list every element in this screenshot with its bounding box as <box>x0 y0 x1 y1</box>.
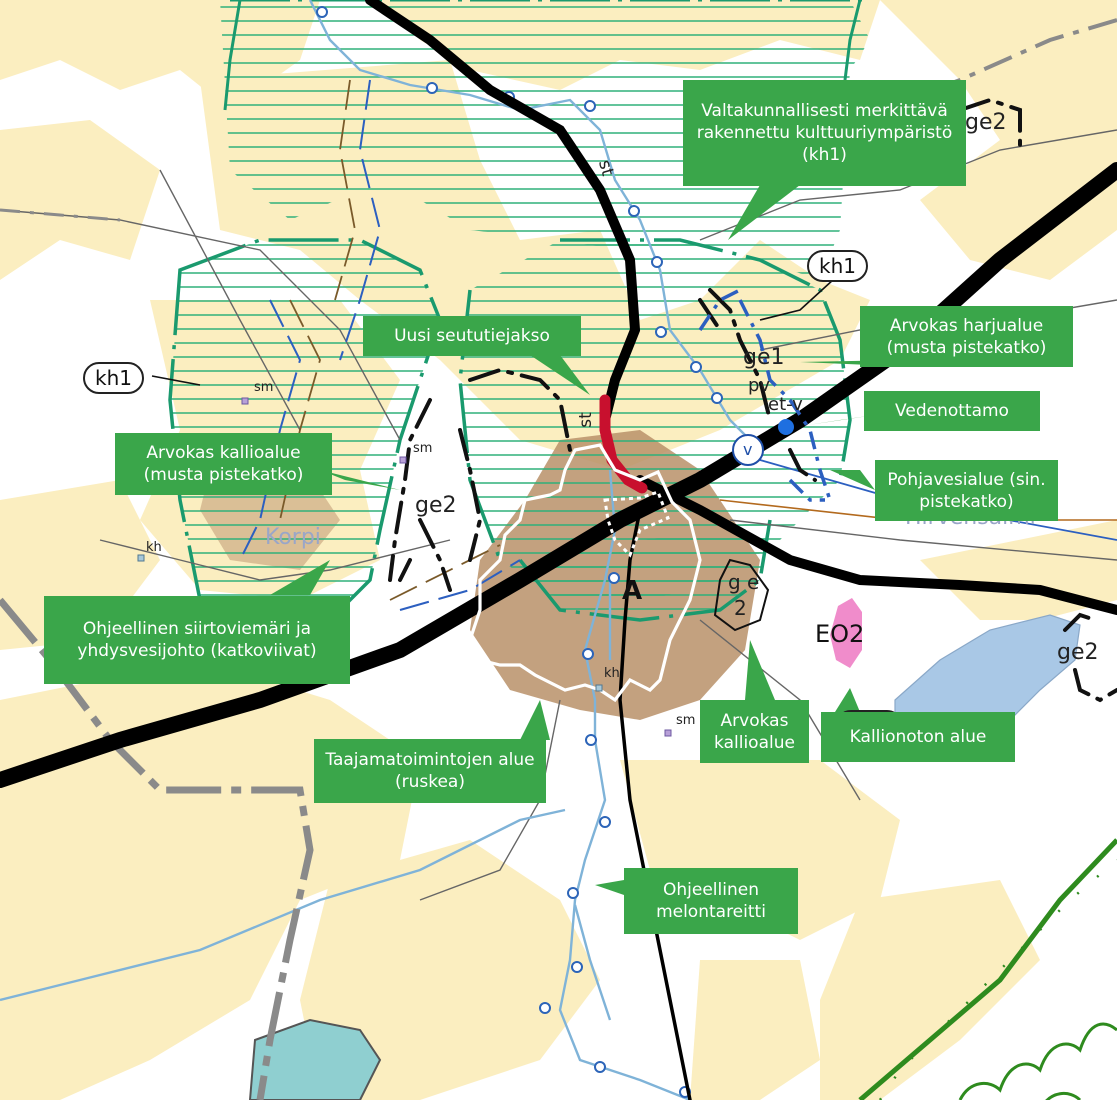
label-kh-2: kh <box>604 666 620 681</box>
label-et-v: et-v <box>768 394 803 415</box>
sm-markers <box>241 397 672 737</box>
callout-siirtoviemari: Ohjeellinen siirtoviemäri ja yhdysvesijo… <box>44 596 350 684</box>
callout-uusi-seututie: Uusi seututiejakso <box>363 316 581 356</box>
callout-pointers <box>270 185 900 895</box>
tag-kh1-left: kh1 <box>83 362 144 394</box>
label-ge-b: 2 <box>734 596 747 620</box>
kh-markers <box>137 554 603 692</box>
label-ge2-mid: ge2 <box>415 493 457 518</box>
callout-melontareitti: Ohjeellinen melontareitti <box>624 868 798 934</box>
callout-vedenottamo: Vedenottamo <box>864 391 1040 431</box>
label-kh-1: kh <box>146 540 162 555</box>
label-sm-3: sm <box>676 713 696 728</box>
label-ge-a: g e <box>728 570 760 594</box>
paddling-route <box>0 0 761 1100</box>
callout-kh1-valtakunnallinen: Valtakunnallisesti merkittävä rakennettu… <box>683 80 966 186</box>
label-korpi: Korpi <box>265 525 321 550</box>
eo2-area <box>830 598 862 668</box>
label-ge2-right: ge2 <box>1057 640 1099 665</box>
forest-boundary <box>858 838 1117 1100</box>
tag-kh1-top: kh1 <box>807 250 868 282</box>
label-ge2-top: ge2 <box>965 110 1007 135</box>
callout-harjualue: Arvokas harjualue (musta pistekatko) <box>860 306 1073 367</box>
label-sm-1: sm <box>254 380 274 395</box>
label-eo2: EO2 <box>815 620 865 648</box>
label-st-mid: st <box>575 412 596 428</box>
label-ge1: ge1 <box>743 345 785 370</box>
v-symbol-icon <box>732 434 764 466</box>
paddling-route-nodes <box>316 6 723 1098</box>
lake-southwest <box>248 1018 382 1100</box>
label-v: v <box>743 440 753 459</box>
geology-areas <box>388 97 1117 703</box>
dotted-outline <box>603 490 670 558</box>
callout-taajama: Taajamatoimintojen alue (ruskea) <box>314 739 546 803</box>
municipality-outline <box>468 443 702 703</box>
groundwater-dashes <box>698 288 832 502</box>
label-sm-2: sm <box>413 441 433 456</box>
callout-pohjavesialue: Pohjavesialue (sin. pistekatko) <box>875 460 1058 521</box>
label-pv: pv <box>748 375 771 396</box>
new-regional-road <box>599 394 648 494</box>
water-intake-icon <box>778 419 794 435</box>
callout-kallionoton: Kallionoton alue <box>821 712 1015 762</box>
label-a: A <box>622 576 643 606</box>
callout-kallioalue-musta: Arvokas kallioalue (musta pistekatko) <box>115 433 332 495</box>
callout-kallioalue: Arvokas kallioalue <box>700 700 809 763</box>
